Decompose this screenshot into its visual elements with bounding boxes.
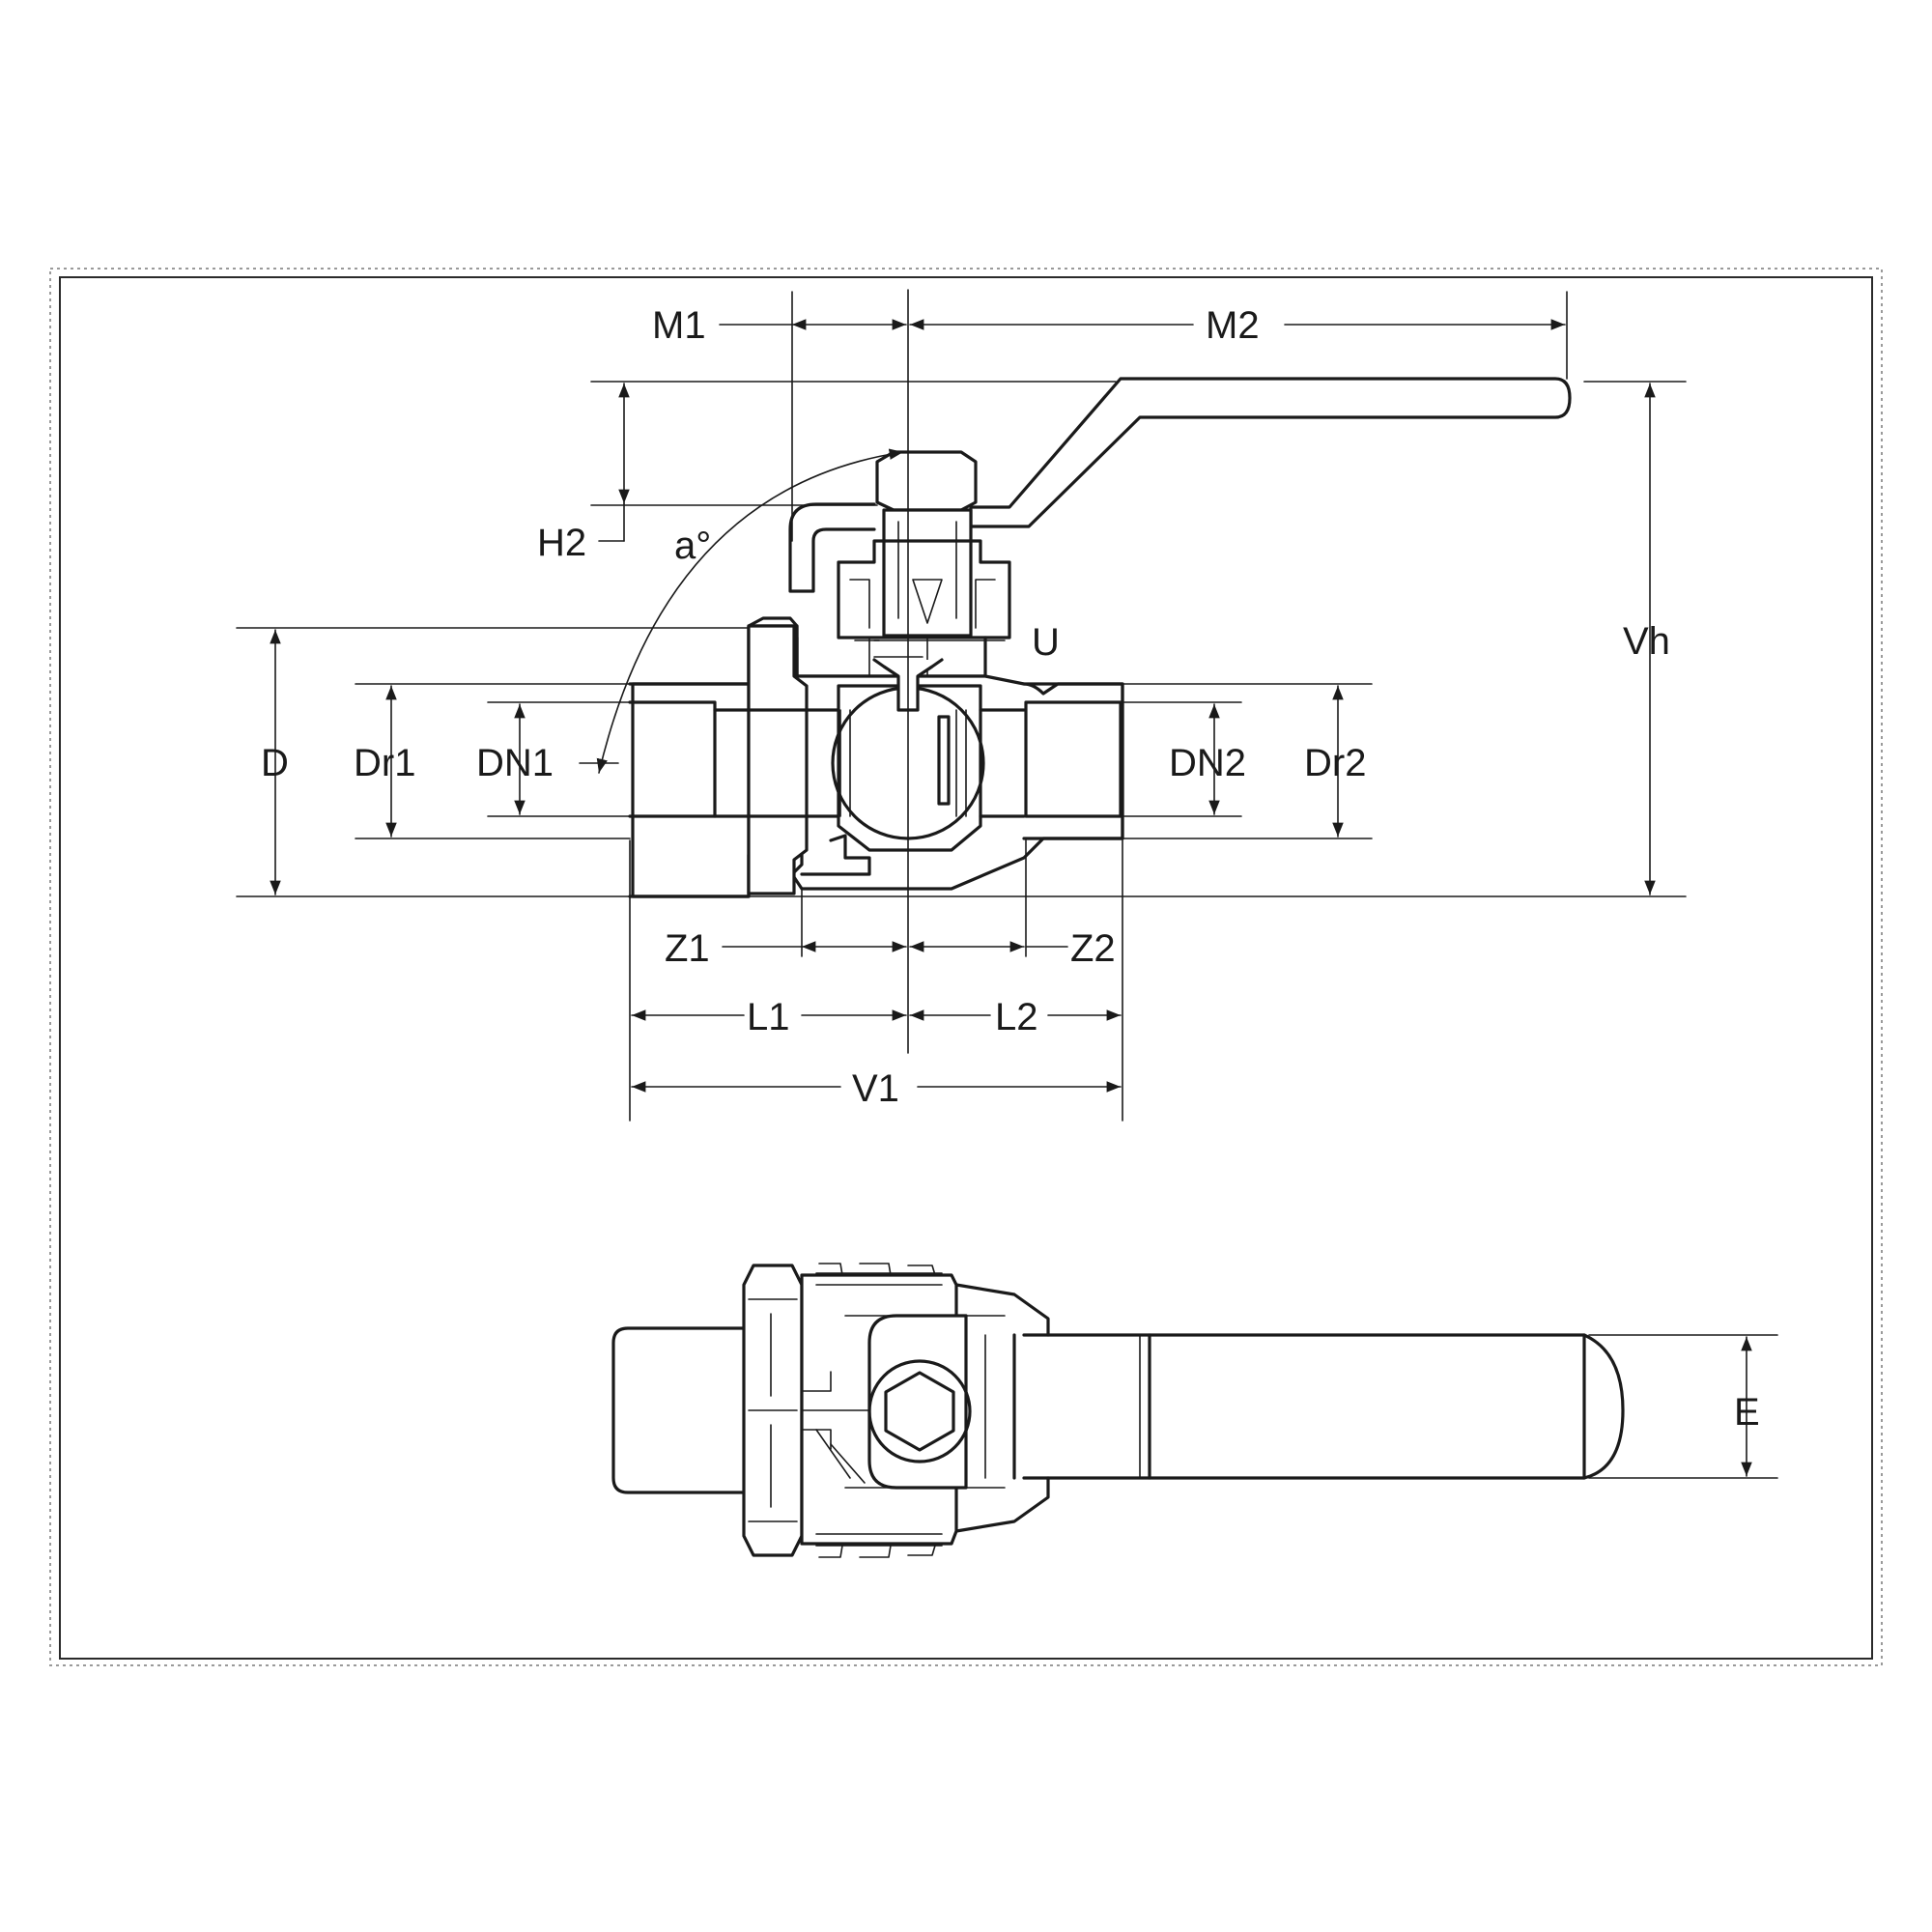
label-l2: L2 [995,996,1038,1038]
label-h2: H2 [537,522,586,564]
label-z1: Z1 [665,927,710,970]
handle-top-view [1022,1333,1625,1480]
label-d: D [261,742,289,784]
label-angle: a° [674,525,711,567]
label-dr1: Dr1 [354,742,415,784]
valve-stem [882,508,973,638]
dimension-labels: M1 M2 H2 a° U Vh D Dr1 DN1 DN2 Dr2 Z1 Z2… [261,304,1760,1434]
right-port [1022,682,1124,840]
valve-top-view [611,1263,1778,1558]
label-v1: V1 [852,1067,899,1110]
label-m2: M2 [1206,304,1260,347]
stem-nut [875,450,978,512]
drawing-frame [49,268,1883,1666]
label-e: E [1734,1391,1760,1434]
label-l1: L1 [747,996,790,1038]
stem-nut-top-view [867,1359,972,1463]
label-m1: M1 [652,304,706,347]
label-dn1: DN1 [476,742,554,784]
label-vh: Vh [1623,620,1670,663]
body-top-view [954,1283,1050,1533]
label-u: U [1032,621,1060,664]
handle-left-bend [788,502,876,593]
pipe-stub-top-view [611,1326,751,1494]
dimension-lines [236,291,1687,1122]
label-dr2: Dr2 [1304,742,1366,784]
label-dn2: DN2 [1169,742,1246,784]
hex-socket-icon [884,1371,955,1452]
label-z2: Z2 [1070,927,1116,970]
handle-lever [969,377,1572,528]
